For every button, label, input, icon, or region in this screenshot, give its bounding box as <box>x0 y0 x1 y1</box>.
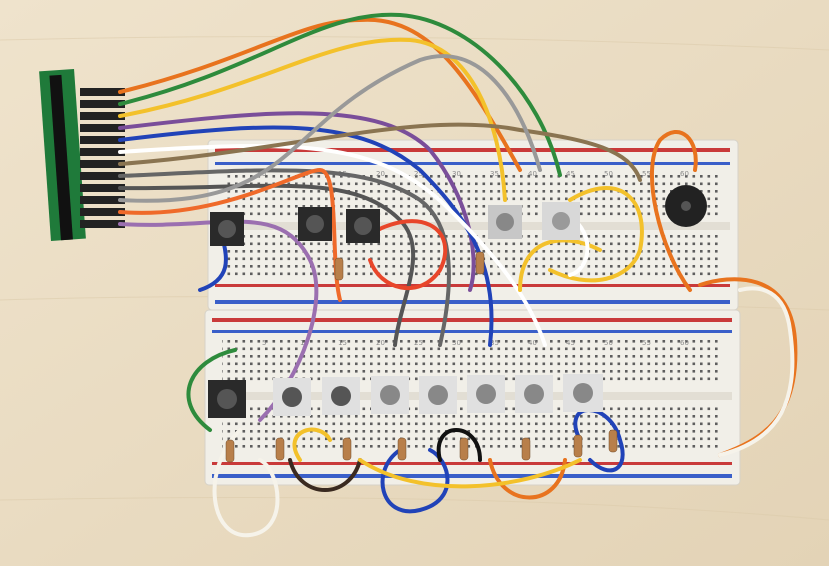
column-number: 20 <box>376 170 385 178</box>
breadboard-column-numbers: 5510101515202025253030353540404545505055… <box>262 170 689 347</box>
column-number: 60 <box>680 339 689 347</box>
column-number: 40 <box>528 170 537 178</box>
lower-push-buttons <box>208 374 603 418</box>
jumper-wires <box>118 12 798 538</box>
column-number: 50 <box>604 339 613 347</box>
column-number: 30 <box>452 170 461 178</box>
column-number: 35 <box>490 170 499 178</box>
pin-header-module <box>39 68 125 241</box>
column-number: 35 <box>490 339 499 347</box>
column-number: 5 <box>262 339 266 347</box>
column-number: 55 <box>642 170 651 178</box>
column-number: 25 <box>414 339 423 347</box>
column-number: 50 <box>604 170 613 178</box>
column-number: 25 <box>414 170 423 178</box>
column-number: 15 <box>338 339 347 347</box>
column-number: 5 <box>262 170 266 178</box>
column-number: 20 <box>376 339 385 347</box>
column-number: 45 <box>566 339 575 347</box>
column-number: 40 <box>528 339 537 347</box>
column-number: 30 <box>452 339 461 347</box>
column-number: 55 <box>642 339 651 347</box>
column-number: 60 <box>680 170 689 178</box>
buzzer <box>665 185 707 227</box>
upper-push-buttons <box>210 202 580 246</box>
column-number: 45 <box>566 170 575 178</box>
resistors <box>225 251 618 463</box>
